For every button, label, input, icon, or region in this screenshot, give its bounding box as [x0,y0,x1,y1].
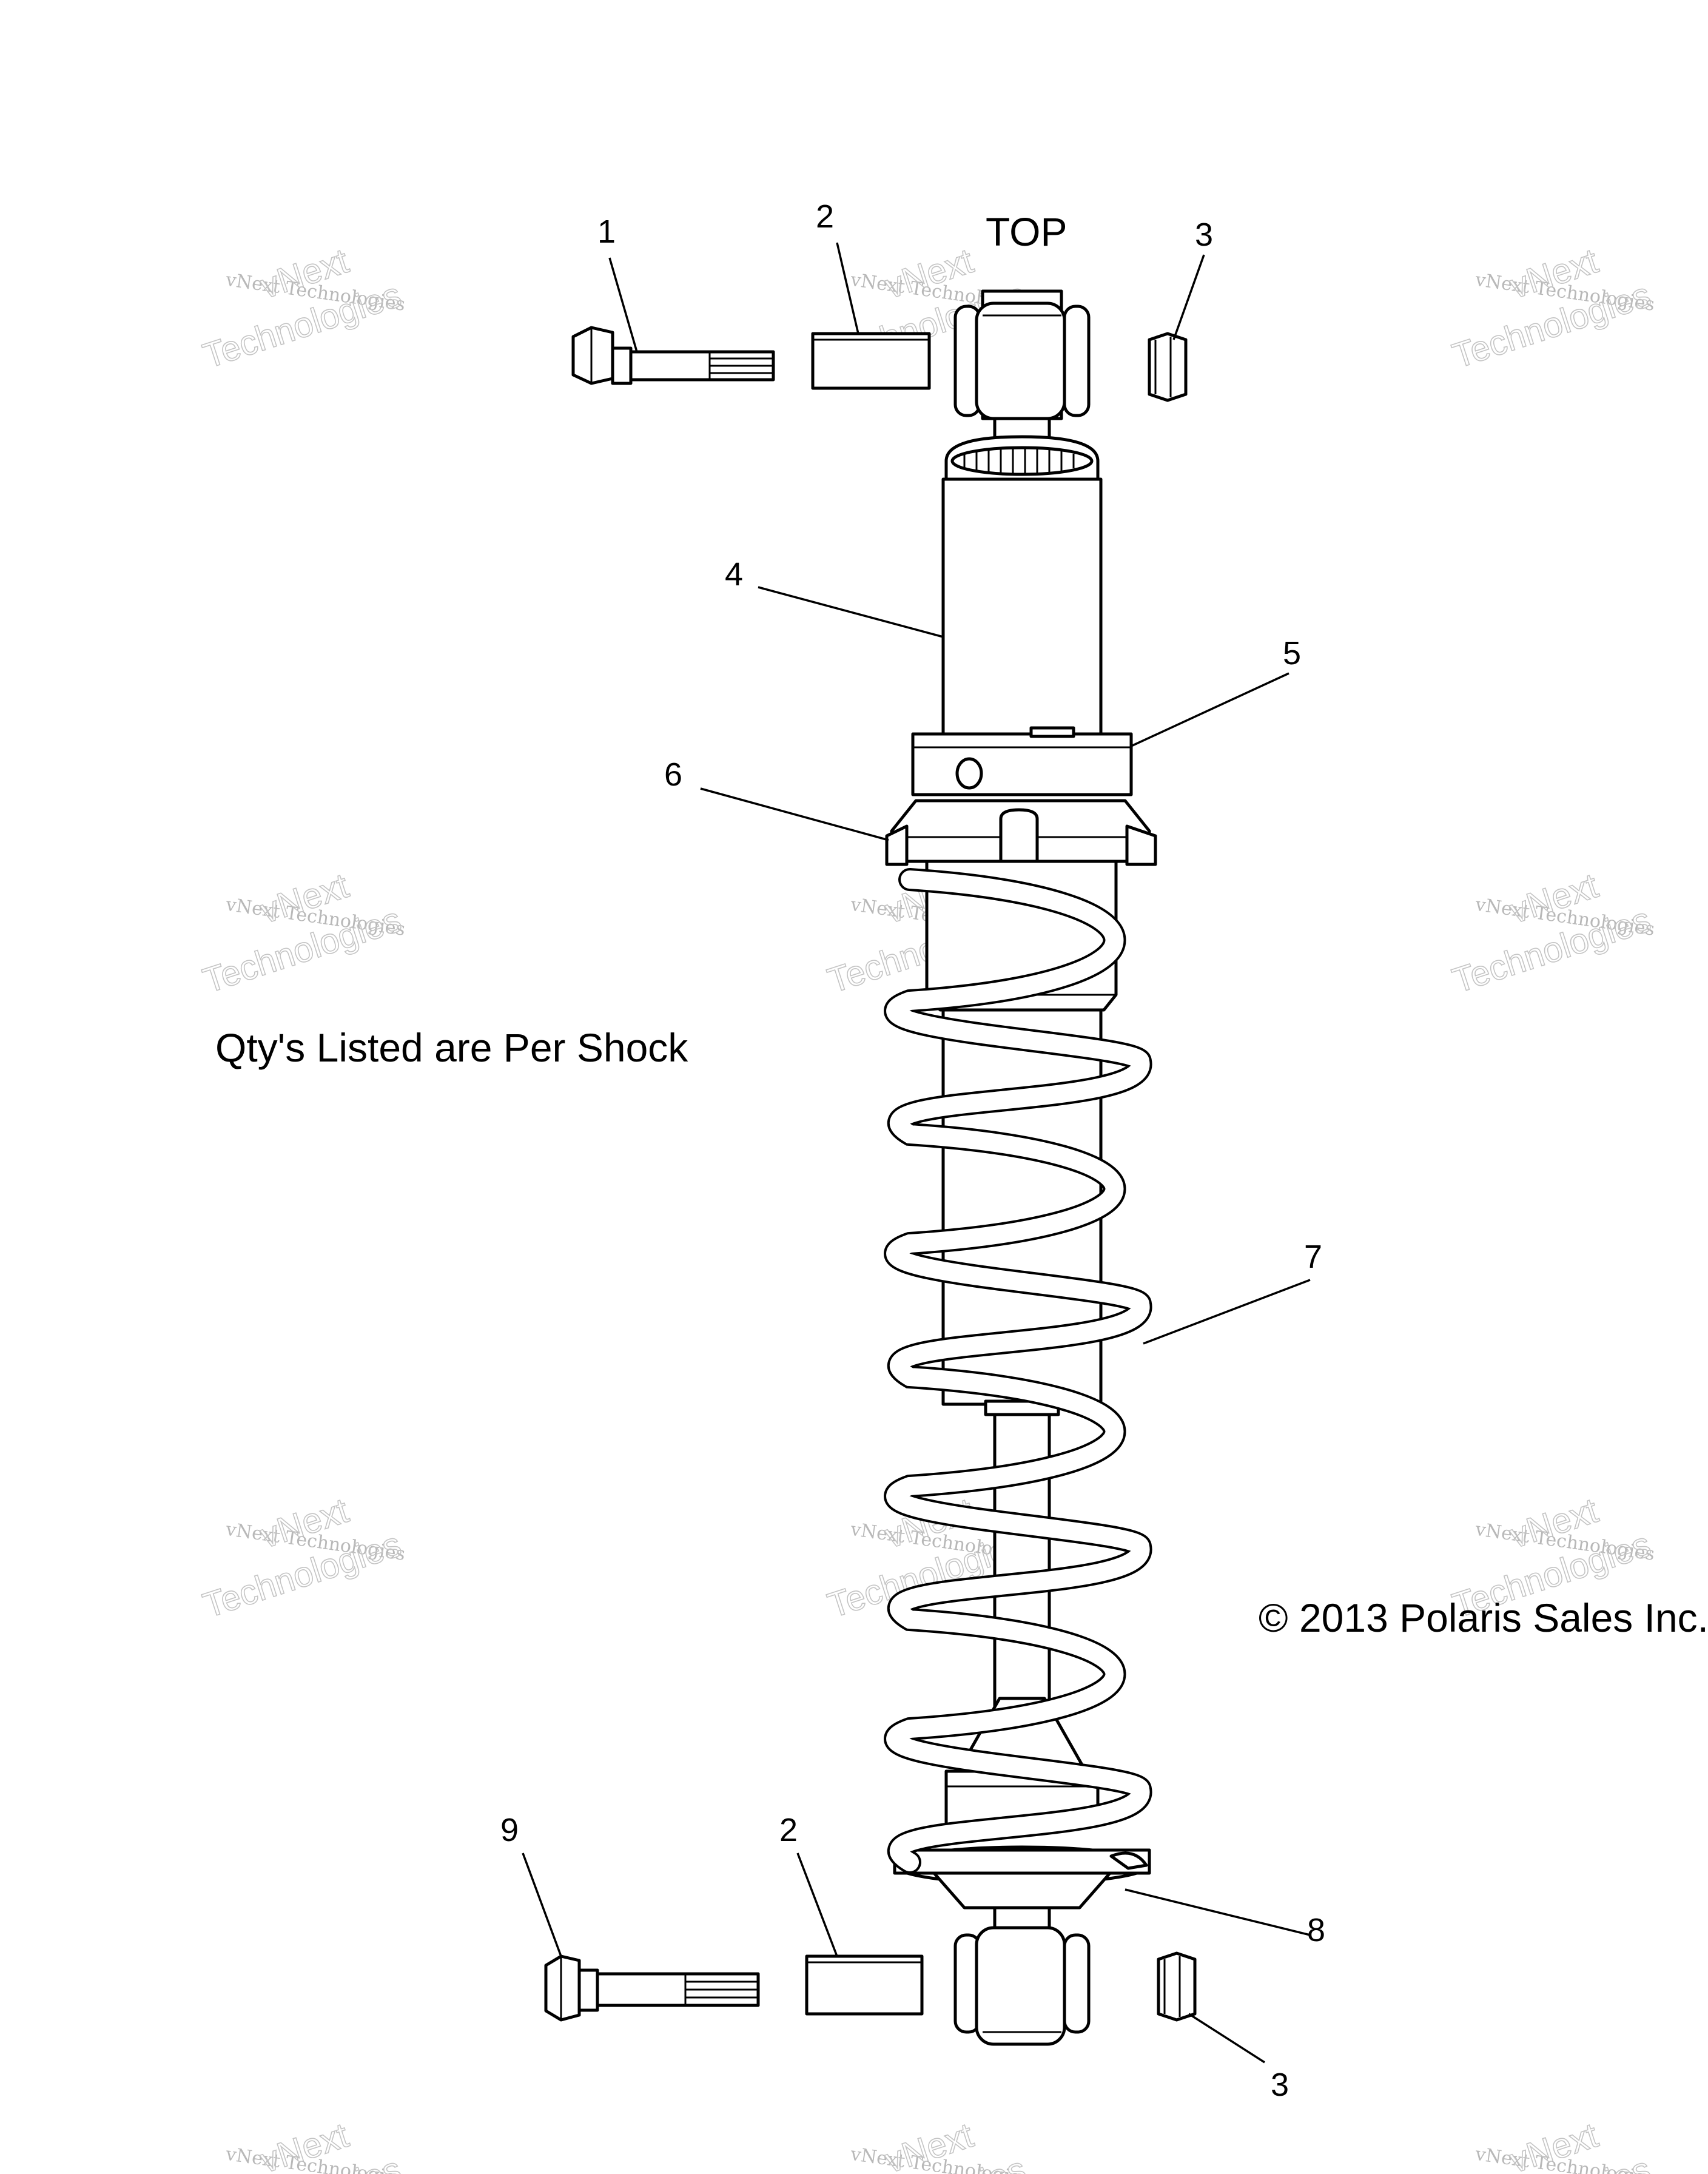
callout-8: 8 [1307,1912,1325,1948]
watermark: vNext Technologies vNext Technologies [822,2115,1031,2174]
callout-2-lower: 2 [779,1812,798,1848]
adjuster-collar [911,726,1133,796]
watermark: vNext Technologies vNext Technologies [198,2115,406,2174]
callout-2-upper: 2 [816,198,834,235]
watermark: vNext Technologies vNext Technologies [1447,241,1656,377]
qty-note: Qty's Listed are Per Shock [215,1025,688,1070]
lower-spring-seat [893,1845,1151,1910]
callout-6: 6 [664,756,682,793]
upper-bushing [811,332,931,390]
top-label: TOP [986,209,1067,254]
spring-retainer [885,799,1157,883]
watermark: vNext Technologies vNext Technologies [1447,866,1656,1001]
callout-5: 5 [1283,635,1301,671]
callout-4: 4 [725,556,743,593]
lower-nut [1157,1951,1197,2022]
callout-numbers: 1 2 3 4 5 6 7 8 9 2 3 [500,198,1325,2103]
watermark: vNext Technologies vNext Technologies [1447,2115,1656,2174]
coil-spring [884,868,1152,1874]
shock-body-tube [941,477,1103,736]
watermarks: vNext Technologies vNext Technologies vN… [198,241,1656,2174]
callout-3-upper: 3 [1195,217,1213,253]
upper-bolt [571,326,775,385]
callout-9: 9 [500,1812,519,1848]
callout-3-lower: 3 [1271,2067,1289,2103]
callout-1: 1 [597,214,616,250]
lower-bushing [805,1954,924,2016]
watermark: vNext Technologies vNext Technologies [198,1490,406,1626]
bearing-knurl [963,448,1075,474]
upper-nut [1148,332,1188,402]
leader-lines [522,242,1311,2064]
watermark: vNext Technologies vNext Technologies [198,866,406,1001]
lower-bolt [544,1954,760,2022]
watermark: vNext Technologies vNext Technologies [198,241,406,377]
callout-7: 7 [1304,1239,1322,1275]
copyright-note: © 2013 Polaris Sales Inc. [1259,1595,1708,1640]
